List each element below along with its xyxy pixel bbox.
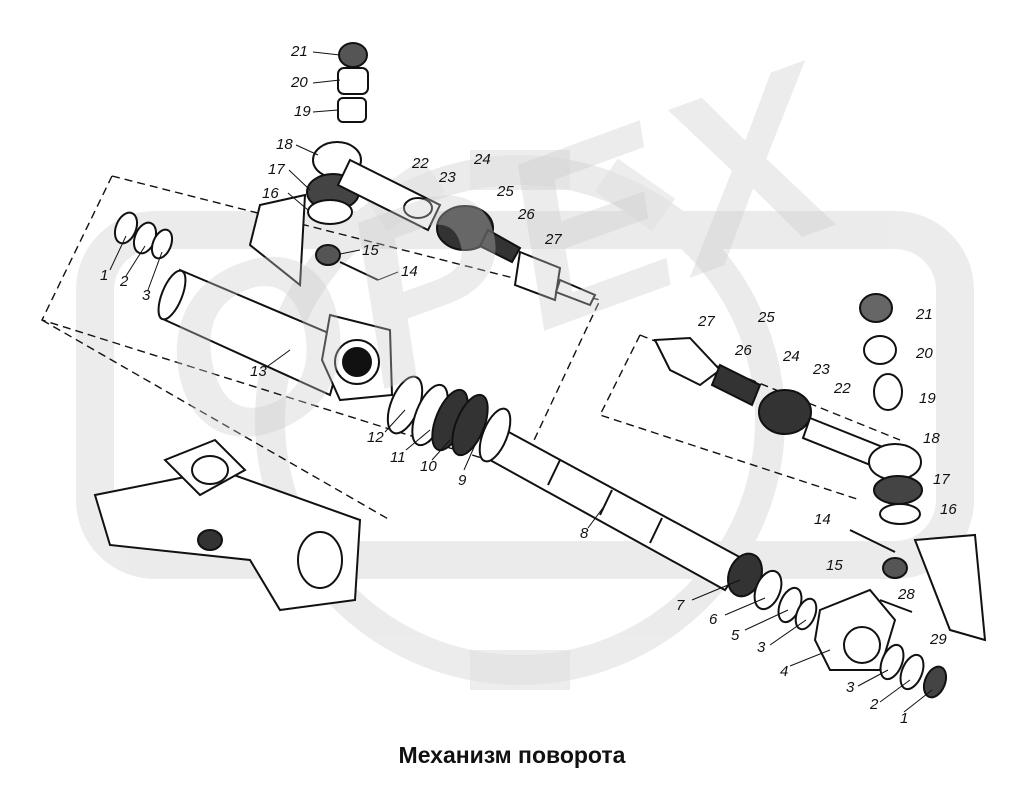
- diagram-caption: Механизм поворота: [398, 742, 626, 768]
- callout-8: 8: [580, 525, 589, 542]
- callout-7: 7: [676, 597, 685, 614]
- callout-24-right: 24: [783, 348, 800, 365]
- callout-2: 2: [120, 273, 129, 290]
- callout-2-right: 2: [870, 696, 879, 713]
- callout-20: 20: [291, 74, 308, 91]
- callout-27: 27: [545, 231, 562, 248]
- callout-26-right: 26: [735, 342, 752, 359]
- callout-19: 19: [294, 103, 311, 120]
- callout-16: 16: [262, 185, 279, 202]
- callout-14: 14: [401, 263, 418, 280]
- callout-22: 22: [412, 155, 429, 172]
- callout-25: 25: [497, 183, 514, 200]
- left-tie-rod-assembly: [248, 42, 597, 307]
- power-cylinder: [157, 268, 394, 402]
- callout-18: 18: [276, 136, 293, 153]
- callout-13: 13: [250, 363, 267, 380]
- callout-10: 10: [420, 458, 437, 475]
- callout-5: 5: [731, 627, 740, 644]
- callout-9: 9: [458, 472, 467, 489]
- callout-16-right: 16: [940, 501, 957, 518]
- callout-25-right: 25: [758, 309, 775, 326]
- bracket-housing: [93, 438, 362, 612]
- leader-lines: [109, 51, 933, 713]
- callout-17: 17: [268, 161, 285, 178]
- right-end-cap-assembly: [727, 552, 948, 699]
- callout-15: 15: [362, 242, 379, 259]
- callout-14-right: 14: [814, 511, 831, 528]
- callout-18-right: 18: [923, 430, 940, 447]
- callout-23-right: 23: [813, 361, 830, 378]
- callout-15-right: 15: [826, 557, 843, 574]
- callout-21-right: 21: [916, 306, 933, 323]
- callout-4: 4: [780, 663, 789, 680]
- callout-29: 29: [930, 631, 947, 648]
- callout-3: 3: [142, 287, 151, 304]
- callout-17-right: 17: [933, 471, 950, 488]
- callout-26: 26: [518, 206, 535, 223]
- callout-1-right: 1: [900, 710, 909, 727]
- callout-23: 23: [439, 169, 456, 186]
- callout-1: 1: [100, 267, 109, 284]
- callout-19-right: 19: [919, 390, 936, 407]
- callout-12: 12: [367, 429, 384, 446]
- dashed-group-left: [41, 175, 601, 521]
- right-tie-rod-assembly: [653, 293, 987, 642]
- callout-28: 28: [898, 586, 915, 603]
- callout-20-right: 20: [916, 345, 933, 362]
- callout-27-right: 27: [698, 313, 715, 330]
- callout-3-right-b: 3: [846, 679, 855, 696]
- callout-6: 6: [709, 611, 718, 628]
- callout-21: 21: [291, 43, 308, 60]
- callout-3-right-a: 3: [757, 639, 766, 656]
- callout-11: 11: [390, 449, 406, 466]
- callout-24: 24: [474, 151, 491, 168]
- callout-22-right: 22: [834, 380, 851, 397]
- left-ring-set: [113, 211, 174, 260]
